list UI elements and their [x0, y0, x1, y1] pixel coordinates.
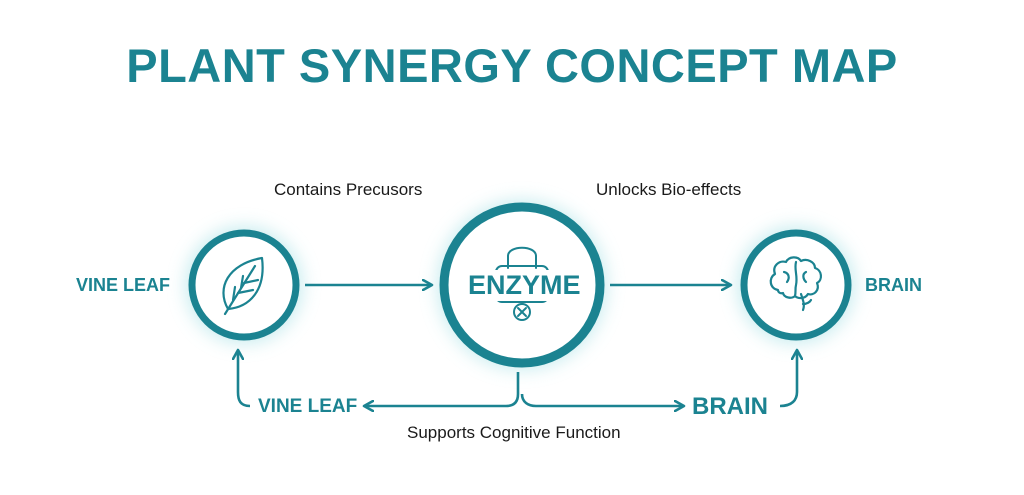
edge-label-feedback: Supports Cognitive Function — [407, 423, 621, 442]
leaf-icon — [222, 256, 264, 316]
edge-label-leaf-to-enzyme: Contains Precusors — [274, 180, 423, 199]
feedback-brain-label: BRAIN — [692, 393, 768, 420]
feedback-bracket-right — [520, 393, 684, 406]
brain-label: BRAIN — [865, 275, 922, 295]
vine-leaf-label: VINE LEAF — [76, 275, 171, 295]
feedback-vine-leaf-label: VINE LEAF — [258, 396, 358, 417]
enzyme-label: ENZYME — [467, 270, 582, 301]
brain-icon — [769, 256, 822, 312]
feedback-bracket-left — [364, 372, 520, 406]
page-title: PLANT SYNERGY CONCEPT MAP — [126, 39, 898, 92]
return-arrow-to-vine-leaf — [238, 350, 251, 408]
edge-label-enzyme-to-brain: Unlocks Bio-effects — [596, 180, 742, 199]
return-arrow-to-brain — [779, 350, 797, 408]
